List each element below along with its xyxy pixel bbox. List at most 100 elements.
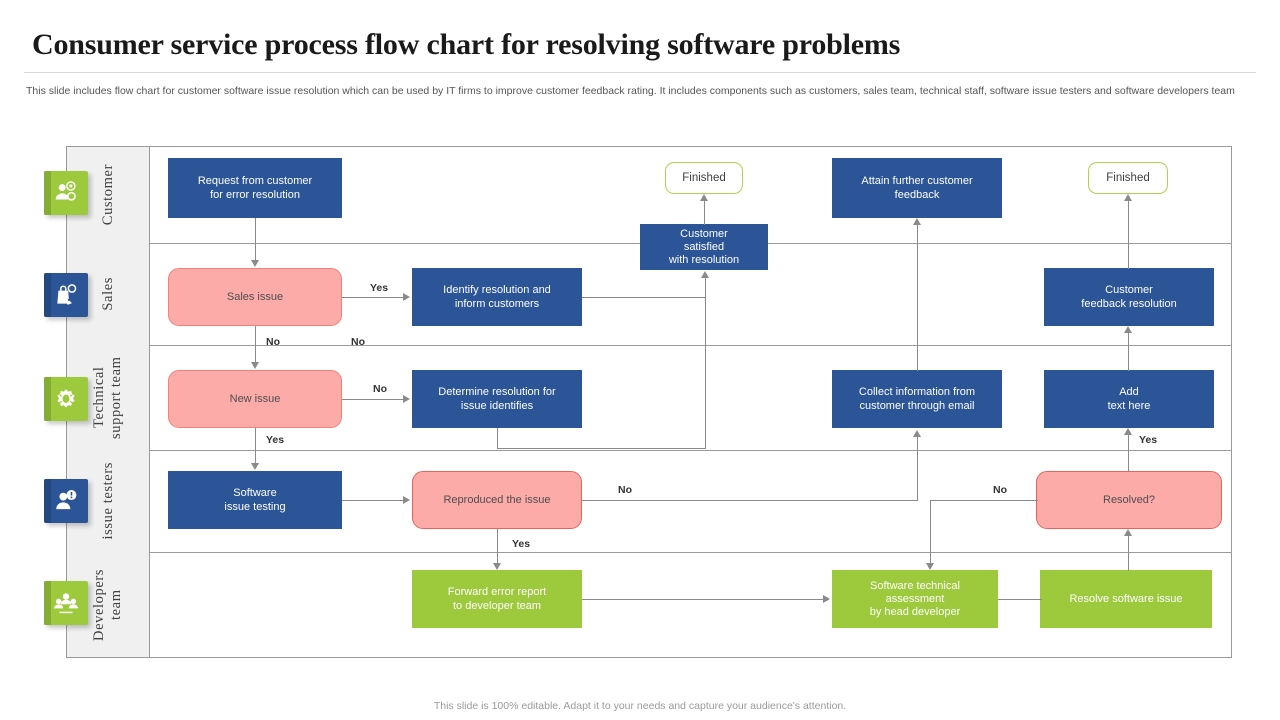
icon-edge <box>44 171 51 215</box>
node-finished-right[interactable]: Finished <box>1088 162 1168 194</box>
node-line: Software <box>233 486 277 499</box>
edge-newissue-no <box>342 399 404 400</box>
title-divider <box>24 72 1256 73</box>
node-attain-further-customer-feedback[interactable]: Attain further customer feedback <box>832 158 1002 218</box>
shopping-bag-tag-icon <box>44 273 88 317</box>
arrowhead-down <box>251 463 259 470</box>
node-new-issue-decision[interactable]: New issue <box>168 370 342 428</box>
node-collect-information[interactable]: Collect information from customer throug… <box>832 370 1002 428</box>
node-software-issue-testing[interactable]: Software issue testing <box>168 471 342 529</box>
edge-sales-yes <box>342 297 404 298</box>
node-determine-resolution[interactable]: Determine resolution for issue identifie… <box>412 370 582 428</box>
node-line: Finished <box>682 171 726 184</box>
node-line: Reproduced the issue <box>443 493 551 506</box>
edge-collect-to-attain <box>917 225 918 371</box>
edge-label-reproduced-no: No <box>618 484 632 496</box>
node-resolved-decision[interactable]: Resolved? <box>1036 471 1222 529</box>
node-request-from-customer[interactable]: Request from customer for error resoluti… <box>168 158 342 218</box>
node-line: Software technical <box>870 579 960 592</box>
node-finished-left[interactable]: Finished <box>665 162 743 194</box>
node-line: text here <box>1107 400 1151 412</box>
edge-resolved-yes <box>1128 435 1129 472</box>
edge-reproduced-yes <box>497 529 498 564</box>
node-line: feedback <box>894 189 940 201</box>
arrowhead-right <box>403 293 410 301</box>
node-software-technical-assessment[interactable]: Software technical assessment by head de… <box>832 570 998 628</box>
node-line: assessment <box>885 592 945 605</box>
footer-note: This slide is 100% editable. Adapt it to… <box>433 700 847 712</box>
edge-label-resolved-yes: Yes <box>1139 434 1158 446</box>
edge-label-newissue-yes: Yes <box>266 434 285 446</box>
node-line: Finished <box>1106 171 1150 184</box>
icon-edge <box>44 479 51 523</box>
edge-determine-v1 <box>497 428 498 449</box>
node-forward-error-report[interactable]: Forward error report to developer team <box>412 570 582 628</box>
edge-newissue-yes <box>255 428 256 464</box>
arrowhead-right <box>403 496 410 504</box>
edge-determine-v2 <box>705 297 706 449</box>
user-alert-icon <box>44 479 88 523</box>
edge-label-sales-yes: Yes <box>370 282 389 294</box>
node-identify-resolution[interactable]: Identify resolution and inform customers <box>412 268 582 326</box>
node-customer-satisfied[interactable]: Customer satisfied with resolution <box>640 224 768 270</box>
node-line: Sales issue <box>226 290 284 303</box>
edge-sales-no <box>255 326 256 363</box>
lane-divider-3 <box>150 450 1232 451</box>
lane-divider-4 <box>150 552 1232 553</box>
arrowhead-up <box>913 218 921 225</box>
page-title: Consumer service process flow chart for … <box>32 28 901 61</box>
arrowhead-up <box>1124 529 1132 536</box>
edge-forward-to-assessment <box>582 599 824 600</box>
arrowhead-down <box>493 563 501 570</box>
edge-label-resolved-no: No <box>993 484 1007 496</box>
lane-label-text: Customer <box>99 163 116 226</box>
edge-identify-to-satisfied-h <box>582 297 706 298</box>
arrowhead-down <box>251 362 259 369</box>
team-group-icon <box>44 581 88 625</box>
arrowhead-up <box>701 271 709 278</box>
node-customer-feedback-resolution[interactable]: Customer feedback resolution <box>1044 268 1214 326</box>
edge-resolved-no-h <box>930 500 1038 501</box>
arrowhead-up <box>1124 194 1132 201</box>
customer-support-icon <box>44 171 88 215</box>
page-subtitle: This slide includes flow chart for custo… <box>26 85 1235 97</box>
node-line: Request from customer <box>197 174 313 187</box>
edge-reproduced-no-h <box>582 500 918 501</box>
edge-label-identify-no: No <box>351 336 365 348</box>
edge-label-reproduced-yes: Yes <box>512 538 531 550</box>
arrowhead-up <box>913 430 921 437</box>
node-line: by head developer <box>869 605 961 618</box>
node-line: issue identifies <box>460 400 534 412</box>
node-reproduced-the-issue-decision[interactable]: Reproduced the issue <box>412 471 582 529</box>
node-line: issue testing <box>224 501 286 513</box>
node-add-text-here[interactable]: Add text here <box>1044 370 1214 428</box>
arrowhead-right <box>823 595 830 603</box>
icon-edge <box>44 377 51 421</box>
edge-label-sales-no: No <box>266 336 280 348</box>
edge-determine-h <box>497 448 706 449</box>
node-line: with resolution <box>668 253 740 266</box>
lane-label-text: Sales <box>99 277 116 311</box>
lane-label-text: Developers team <box>91 568 124 642</box>
edge-add-to-feedback <box>1128 333 1129 371</box>
node-resolve-software-issue[interactable]: Resolve software issue <box>1040 570 1212 628</box>
node-line: inform customers <box>454 298 540 310</box>
node-line: feedback resolution <box>1081 298 1177 310</box>
node-line: Collect information from <box>858 385 976 398</box>
edge-reproduced-no-v <box>917 437 918 501</box>
node-line: to developer team <box>452 600 542 612</box>
lane-label-text: issue testers <box>99 462 116 540</box>
node-line: satisfied <box>683 240 725 253</box>
node-line: Attain further customer <box>861 174 973 187</box>
edge-testing-to-reproduced <box>342 500 404 501</box>
arrowhead-up <box>700 194 708 201</box>
node-line: Identify resolution and <box>443 283 551 296</box>
node-line: for error resolution <box>210 189 300 201</box>
edge-assessment-to-resolve <box>998 599 1042 600</box>
node-sales-issue-decision[interactable]: Sales issue <box>168 268 342 326</box>
node-line: Resolved? <box>1103 493 1155 506</box>
arrowhead-down <box>251 260 259 267</box>
arrowhead-right <box>403 395 410 403</box>
edge-satisfied-to-finished <box>704 201 705 225</box>
